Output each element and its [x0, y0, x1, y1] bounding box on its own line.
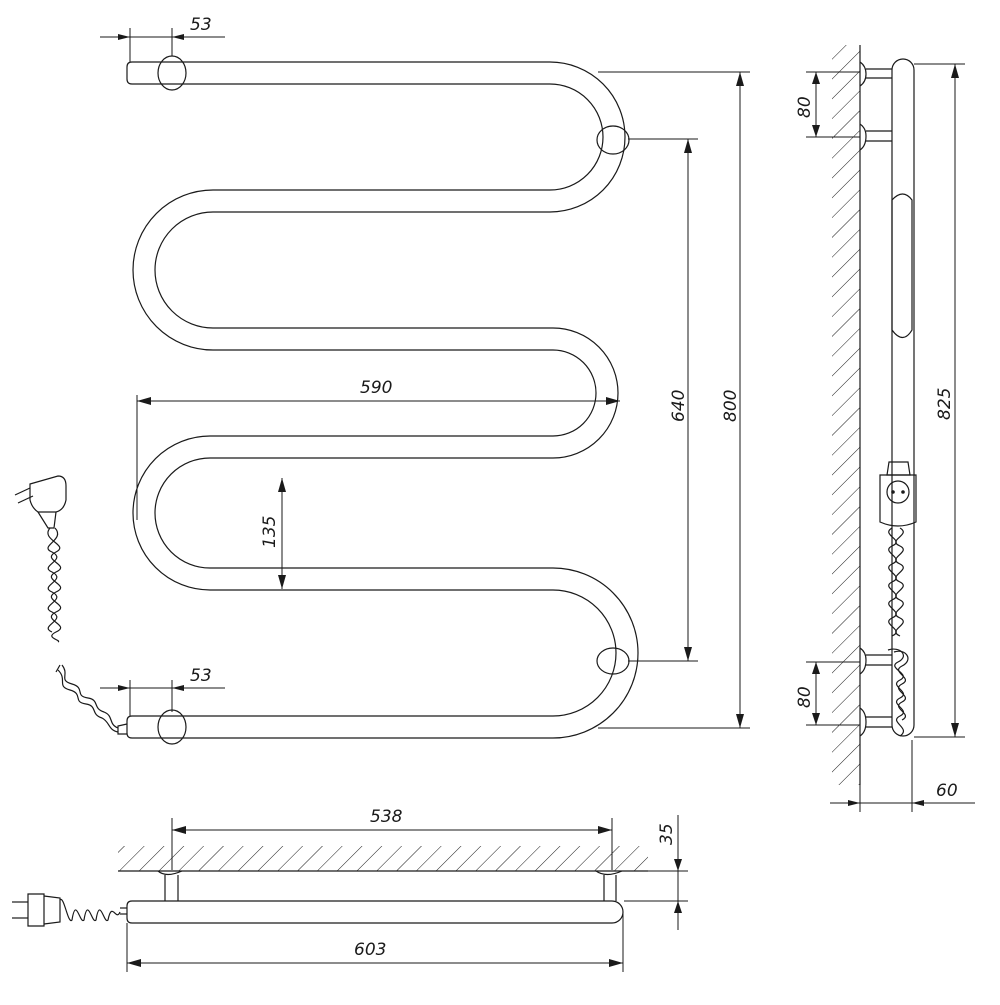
side-mount-top [859, 61, 892, 87]
dim-width-590-label: 590 [360, 378, 392, 398]
dim-side-top-80: 80 [795, 71, 860, 138]
dim-side-top-80-label: 80 [795, 96, 815, 118]
cord-connector [117, 723, 128, 735]
dim-bottom-35: 35 [624, 815, 688, 930]
dim-side-825: 825 [914, 63, 965, 738]
coiled-cord-front [47, 527, 119, 733]
dim-bottom-603: 603 [126, 912, 624, 972]
bracket-top-right [596, 125, 630, 155]
dim-bottom-603-label: 603 [354, 940, 386, 960]
wall-hatch-side [832, 45, 860, 785]
dim-side-depth-60: 60 [830, 740, 975, 812]
tube-top-end [126, 61, 133, 85]
plug-front-view [14, 475, 67, 529]
dim-mount-640-label: 640 [669, 390, 689, 422]
dim-side-bottom-80: 80 [795, 661, 860, 726]
dim-gap-135-label: 135 [260, 516, 280, 548]
wall-hatch-top [118, 846, 648, 871]
top-tube [126, 900, 624, 924]
dim-height-800: 800 [598, 71, 750, 729]
bracket-bottom-left [157, 709, 187, 745]
bracket-bottom-right [596, 647, 630, 675]
side-mount-lower [859, 647, 892, 675]
dim-height-800-label: 800 [721, 390, 741, 422]
top-bracket-left [157, 870, 183, 901]
bracket-top-left [157, 55, 187, 91]
dim-bottom-538-label: 538 [370, 807, 403, 827]
plug-top-view [12, 893, 127, 927]
dim-mount-640: 640 [628, 138, 698, 662]
dim-top-offset-label: 53 [190, 15, 212, 35]
dim-side-depth-60-label: 60 [936, 781, 958, 801]
front-view: 53 53 590 135 [14, 15, 750, 745]
side-mount-bottom [859, 707, 892, 737]
dim-gap-135: 135 [260, 478, 286, 589]
tube-inner-contour [132, 83, 617, 717]
dim-bottom-538: 538 [171, 807, 613, 870]
dim-bottom-offset-label: 53 [190, 666, 212, 686]
side-mount-upper [859, 123, 892, 151]
dim-width-590: 590 [136, 378, 620, 520]
dim-side-825-label: 825 [935, 388, 955, 420]
side-tube-inner [891, 193, 913, 339]
tube-bottom-end [126, 715, 133, 739]
dim-top-offset: 53 [100, 15, 225, 62]
side-tube [891, 58, 915, 737]
tube-outer-contour [132, 61, 639, 739]
side-view: 80 80 825 60 [795, 45, 975, 812]
dim-side-bottom-80-label: 80 [795, 686, 815, 708]
top-view: 538 35 603 [12, 807, 688, 972]
dim-bottom-offset: 53 [100, 666, 225, 716]
side-socket [879, 461, 917, 527]
top-bracket-right [595, 870, 623, 901]
dim-bottom-35-label: 35 [657, 823, 677, 845]
coiled-cord-side [887, 527, 909, 737]
